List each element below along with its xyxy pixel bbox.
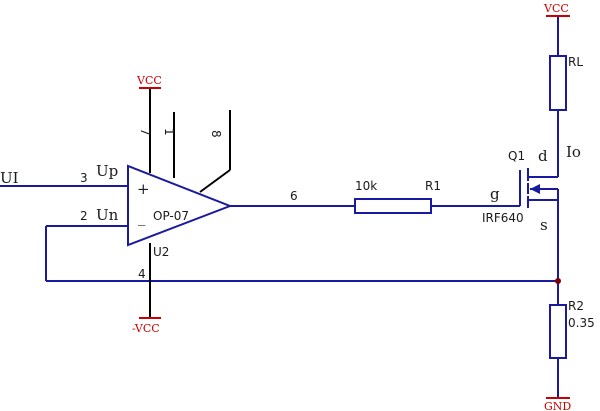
pin-number-7: 7 xyxy=(138,128,152,136)
input-label-up: Up xyxy=(96,162,118,180)
mosfet-drain-label: d xyxy=(538,147,548,165)
vcc-top-label: VCC xyxy=(543,2,569,15)
gnd-label: GND xyxy=(544,400,571,411)
wires xyxy=(0,16,559,398)
pin-number-2: 2 xyxy=(80,209,88,223)
vcc-top-symbol: VCC xyxy=(543,2,570,17)
gnd-symbol: GND xyxy=(544,397,571,411)
pin-number-8: 8 xyxy=(209,130,223,138)
input-label-un: Un xyxy=(96,206,119,224)
junction-node xyxy=(555,278,561,284)
resistor-r1 xyxy=(354,198,432,214)
current-io-label: Io xyxy=(566,143,581,161)
opamp-ref-label: U2 xyxy=(153,245,169,259)
mosfet-source-label: s xyxy=(540,216,548,234)
pin-number-1: 1 xyxy=(162,128,176,136)
vcc-opamp-symbol: VCC xyxy=(136,74,162,89)
mosfet-arrow xyxy=(530,184,540,194)
neg-vcc-symbol: -VCC xyxy=(132,317,161,335)
opamp-triangle xyxy=(127,164,233,247)
r1-ref-label: R1 xyxy=(425,179,441,193)
r1-value-label: 10k xyxy=(355,179,377,193)
neg-vcc-label: -VCC xyxy=(132,322,160,335)
mosfet-ref-label: Q1 xyxy=(508,149,525,163)
pin-number-3: 3 xyxy=(80,171,88,185)
opamp-plus-sign: + xyxy=(137,180,150,198)
opamp-pins xyxy=(149,88,231,318)
r2-ref-label: R2 xyxy=(568,299,584,313)
mosfet-part-label: IRF640 xyxy=(482,211,524,225)
vcc-opamp-label: VCC xyxy=(136,74,162,87)
mosfet-gate-label: g xyxy=(490,185,500,203)
resistor-r2 xyxy=(549,304,567,359)
rl-ref-label: RL xyxy=(568,55,583,69)
r2-value-label: 0.35 xyxy=(568,316,595,330)
pin-number-4: 4 xyxy=(138,267,146,281)
pin-number-6: 6 xyxy=(290,189,298,203)
input-label-ui: UI xyxy=(0,169,19,187)
resistor-rl xyxy=(549,55,567,111)
opamp-minus-sign: _ xyxy=(138,208,146,226)
opamp-part-label: OP-07 xyxy=(153,209,189,223)
pin-8-diag xyxy=(199,169,231,193)
